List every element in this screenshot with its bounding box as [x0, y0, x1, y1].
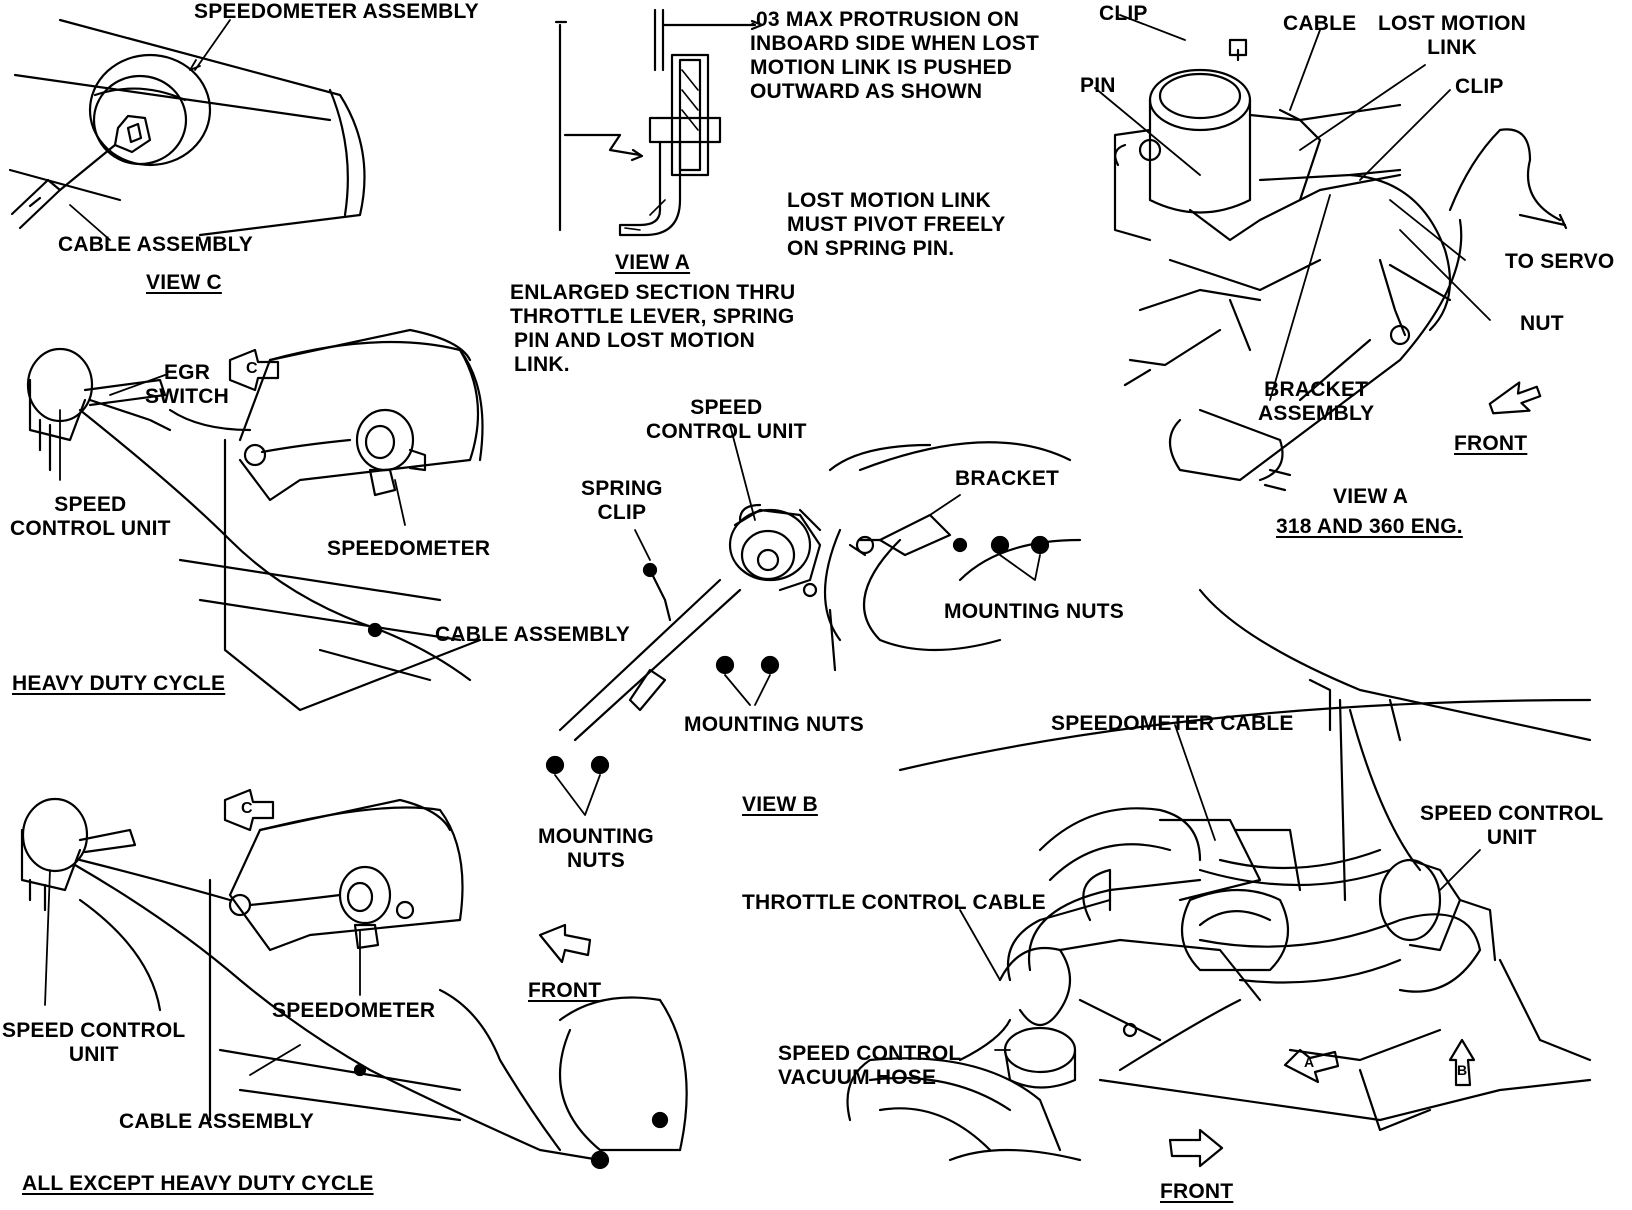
label-view-c: VIEW C — [146, 271, 222, 294]
label-spring-clip-line-2: CLIP — [597, 501, 647, 524]
label-scu-hd-line-1: SPEED — [54, 493, 127, 516]
label-speed-control-vacuum-hose: SPEED CONTROL VACUUM HOSE — [778, 1042, 961, 1090]
label-lost-motion-line-2: LINK — [1427, 36, 1477, 59]
note-enlarged-line-1: ENLARGED SECTION THRU — [510, 281, 796, 304]
label-all-except-heavy-duty: ALL EXCEPT HEAVY DUTY CYCLE — [22, 1172, 374, 1195]
all-except-heavy-duty-drawing — [20, 788, 688, 1170]
label-clip-top: CLIP — [1099, 2, 1148, 25]
label-clip-right: CLIP — [1455, 75, 1504, 98]
note-enlarged-line-4: LINK. — [514, 353, 570, 376]
note-protrusion: .03 MAX PROTRUSION ON INBOARD SIDE WHEN … — [750, 8, 1039, 104]
label-speed-control-unit-hd: SPEED CONTROL UNIT — [10, 493, 171, 541]
label-speedometer-hd: SPEEDOMETER — [327, 537, 491, 560]
label-engine-note: 318 AND 360 ENG. — [1276, 515, 1463, 538]
label-egr-switch-line-2: SWITCH — [145, 385, 230, 408]
label-lost-motion-link: LOST MOTION LINK — [1378, 12, 1526, 60]
note-protrusion-line-1: .03 MAX PROTRUSION ON — [750, 8, 1020, 31]
label-scu-all-line-2: UNIT — [68, 1043, 119, 1066]
label-bracket-assembly-line-1: BRACKET — [1264, 378, 1369, 401]
label-nut: NUT — [1520, 312, 1564, 335]
engine-drawing — [846, 588, 1592, 1168]
label-bracket-assembly-line-2: ASSEMBLY — [1258, 402, 1375, 425]
label-mounting-nuts-left-line-1: MOUNTING — [538, 825, 654, 848]
note-enlarged-line-3: PIN AND LOST MOTION — [514, 329, 756, 352]
label-mounting-nuts-center: MOUNTING NUTS — [684, 713, 864, 736]
label-lost-motion-line-1: LOST MOTION — [1378, 12, 1527, 35]
label-view-a-section: VIEW A — [615, 251, 691, 274]
label-speedometer-assembly: SPEEDOMETER ASSEMBLY — [194, 0, 479, 23]
label-throttle-control-cable: THROTTLE CONTROL CABLE — [742, 891, 1046, 914]
label-cable-assembly-hd: CABLE ASSEMBLY — [435, 623, 630, 646]
label-mounting-nuts-left-line-2: NUTS — [566, 849, 625, 872]
label-view-b: VIEW B — [742, 793, 818, 816]
note-enlarged-line-2: THROTTLE LEVER, SPRING — [510, 305, 795, 328]
label-front-engine: FRONT — [1160, 1180, 1234, 1203]
label-speed-control-unit-all: SPEED CONTROL UNIT — [2, 1019, 185, 1067]
label-cable-assembly-all: CABLE ASSEMBLY — [119, 1110, 314, 1133]
label-scu-engine-line-1: SPEED CONTROL — [1420, 802, 1604, 825]
callout-b-engine: B — [1457, 1062, 1468, 1078]
label-spring-clip-line-1: SPRING — [581, 477, 663, 500]
label-front-all: FRONT — [528, 979, 602, 1002]
view-b-drawing — [545, 441, 1082, 775]
heavy-duty-drawing — [26, 328, 484, 712]
callout-c-all: C — [241, 800, 253, 817]
label-bracket-view-b: BRACKET — [955, 467, 1060, 490]
label-speedometer-cable: SPEEDOMETER CABLE — [1051, 712, 1294, 735]
label-heavy-duty-cycle: HEAVY DUTY CYCLE — [12, 672, 226, 695]
label-egr-switch-line-1: EGR — [163, 361, 211, 384]
label-spring-clip: SPRING CLIP — [581, 477, 663, 525]
view-a-engine-drawing — [1113, 38, 1568, 492]
note-protrusion-line-3: MOTION LINK IS PUSHED — [750, 56, 1013, 79]
label-cable-assembly-view-c: CABLE ASSEMBLY — [58, 233, 253, 256]
label-scu-all-line-1: SPEED CONTROL — [2, 1019, 186, 1042]
view-c-drawing — [8, 18, 366, 237]
label-scu-hd-line-2: CONTROL UNIT — [10, 517, 171, 540]
label-scu-engine-line-2: UNIT — [1486, 826, 1537, 849]
label-bracket-assembly: BRACKET ASSEMBLY — [1258, 378, 1374, 426]
note-pivot-line-3: ON SPRING PIN. — [787, 237, 955, 260]
note-pivot-line-1: LOST MOTION LINK — [787, 189, 991, 212]
label-speed-control-unit-view-b: SPEED CONTROL UNIT — [646, 396, 807, 444]
callout-c-heavy-duty: C — [246, 360, 258, 377]
label-vacuum-hose-line-2: VACUUM HOSE — [778, 1066, 937, 1089]
label-cable-top: CABLE — [1283, 12, 1357, 35]
label-to-servo: TO SERVO — [1505, 250, 1615, 273]
label-front-view-a: FRONT — [1454, 432, 1528, 455]
label-speed-control-unit-engine: SPEED CONTROL UNIT — [1420, 802, 1603, 850]
label-view-a-engine: VIEW A — [1333, 485, 1409, 508]
note-pivot-line-2: MUST PIVOT FREELY — [787, 213, 1006, 236]
note-pivot: LOST MOTION LINK MUST PIVOT FREELY ON SP… — [787, 189, 1006, 261]
note-enlarged-section: ENLARGED SECTION THRU THROTTLE LEVER, SP… — [510, 281, 795, 377]
leader-lines — [44, 14, 1491, 1076]
label-mounting-nuts-right: MOUNTING NUTS — [944, 600, 1124, 623]
label-scu-b-line-2: CONTROL UNIT — [646, 420, 807, 443]
label-egr-switch: EGR SWITCH — [145, 361, 229, 409]
label-vacuum-hose-line-1: SPEED CONTROL — [778, 1042, 962, 1065]
view-a-section-drawing — [554, 8, 764, 237]
note-protrusion-line-2: INBOARD SIDE WHEN LOST — [750, 32, 1040, 55]
note-protrusion-line-4: OUTWARD AS SHOWN — [750, 80, 983, 103]
label-pin: PIN — [1080, 74, 1116, 97]
label-mounting-nuts-left: MOUNTING NUTS — [538, 825, 654, 873]
label-speedometer-all: SPEEDOMETER — [272, 999, 436, 1022]
label-scu-b-line-1: SPEED — [690, 396, 763, 419]
callout-a-engine: A — [1304, 1054, 1315, 1070]
